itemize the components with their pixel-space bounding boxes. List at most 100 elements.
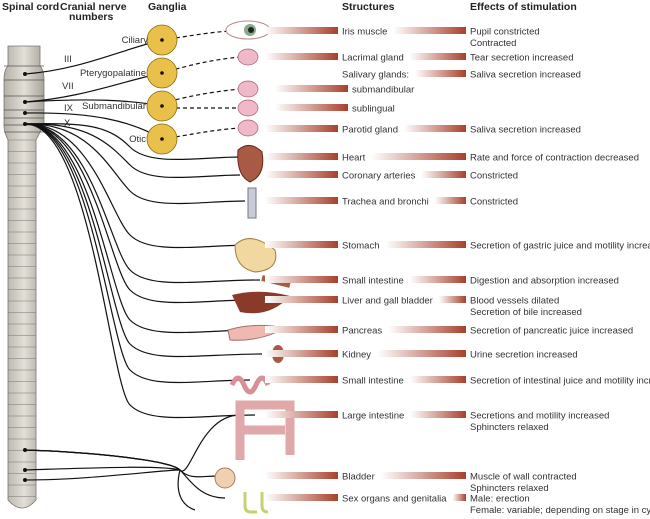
nerve-origin-dot: [23, 100, 27, 104]
preganglionic-fiber: [24, 123, 241, 179]
effect-label: Muscle of wall contracted: [470, 472, 577, 483]
preganglionic-fiber: [24, 123, 251, 384]
left-gradient-bar: [265, 411, 338, 418]
effect-label: Contracted: [470, 38, 516, 49]
structure-row: submandibular: [275, 85, 414, 96]
right-gradient-bar: [421, 171, 466, 178]
left-gradient-bar: [265, 53, 338, 60]
left-gradient-bar: [265, 350, 338, 357]
effect-label: Constricted: [470, 171, 518, 182]
left-gradient-bar: [275, 85, 348, 92]
right-gradient-bar: [409, 376, 466, 383]
right-gradient-bar: [438, 296, 466, 303]
structure-label: Stomach: [342, 241, 380, 252]
structure-label: Liver and gall bladder: [342, 296, 433, 307]
ganglion-label: Submandibular: [82, 101, 146, 112]
small-intestine-icon: [229, 375, 271, 395]
right-gradient-bar: [409, 276, 466, 283]
structure-label: Parotid gland: [342, 125, 398, 136]
ganglion-label: Otic: [129, 134, 146, 145]
left-gradient-bar: [265, 296, 338, 303]
right-gradient-bar: [410, 411, 466, 418]
structure-label: Lacrimal gland: [342, 53, 404, 64]
left-gradient-bar: [265, 276, 338, 283]
structure-label: Sex organs and genitalia: [342, 494, 447, 505]
preganglionic-fiber: [177, 469, 196, 511]
preganglionic-fiber: [24, 123, 256, 419]
trachea-icon: [247, 187, 257, 219]
nerve-origin-dot: [23, 468, 27, 472]
structure-row: Coronary arteries Constricted: [265, 171, 518, 182]
right-gradient-bar: [380, 472, 466, 479]
effect-label: Saliva secretion increased: [470, 70, 581, 81]
preganglionic-fiber: [24, 123, 263, 358]
header-structures: Structures: [342, 1, 395, 13]
left-gradient-bar: [265, 153, 338, 160]
effect-label: Urine secretion increased: [470, 350, 578, 361]
genitalia-icon: [243, 492, 269, 514]
left-gradient-bar: [265, 494, 338, 501]
right-gradient-bar: [388, 326, 466, 333]
left-gradient-bar: [265, 241, 338, 248]
right-gradient-bar: [409, 53, 466, 60]
bladder-icon: [214, 467, 236, 489]
structure-label: Kidney: [342, 350, 371, 361]
ganglion-synapse-dot: [160, 137, 164, 141]
preganglionic-fiber: [24, 123, 246, 205]
header-spinal-cord: Spinal cord: [2, 1, 59, 13]
nerve-origin-dot: [23, 111, 27, 115]
structure-row: Large intestine Secretions and motility i…: [265, 411, 609, 433]
left-gradient-bar: [265, 326, 338, 333]
preganglionic-fiber: [24, 123, 256, 249]
effect-label: Secretions and motility increased: [470, 411, 609, 422]
header-cranial-numbers: numbers: [69, 11, 114, 23]
gland-icon: [237, 80, 259, 98]
header-effects: Effects of stimulation: [470, 1, 577, 13]
preganglionic-fiber: [24, 123, 253, 304]
nerve-origin-dot: [23, 478, 27, 482]
ganglion-label: Ciliary: [122, 35, 149, 46]
structure-row: Heart Rate and force of contraction decre…: [265, 153, 639, 164]
structure-label: Heart: [342, 153, 366, 164]
cranial-nerve-label: III: [64, 54, 72, 65]
ganglion-synapse-dot: [160, 104, 164, 108]
cranial-nerve-label: X: [64, 118, 71, 129]
right-gradient-bar: [452, 494, 466, 501]
structure-label: Large intestine: [342, 411, 404, 422]
preganglionic-fiber: [24, 123, 241, 161]
cranial-nerve-label: VII: [62, 81, 74, 92]
structure-label: Coronary arteries: [342, 171, 416, 182]
structure-label: Bladder: [342, 472, 375, 483]
effect-label: Secretion of pancreatic juice increased: [470, 326, 633, 337]
preganglionic-fiber: [24, 123, 259, 334]
ganglion-label: Pterygopalatine: [80, 68, 146, 79]
effect-label: Digestion and absorption increased: [470, 276, 619, 287]
header-ganglia: Ganglia: [148, 1, 187, 13]
preganglionic-fiber: [24, 466, 181, 471]
effect-label: Male: erection: [470, 494, 530, 505]
ganglion-synapse-dot: [160, 38, 164, 42]
eye-pupil: [248, 27, 254, 33]
effect-label: Sphincters relaxed: [470, 422, 549, 433]
structure-label: Salivary glands:: [342, 70, 409, 81]
right-gradient-bar: [403, 125, 466, 132]
effect-label: Rate and force of contraction decreased: [470, 153, 639, 164]
left-gradient-bar: [265, 472, 338, 479]
preganglionic-fiber: [24, 414, 241, 472]
left-gradient-bar: [265, 27, 338, 34]
right-gradient-bar: [415, 70, 466, 77]
left-gradient-bar: [265, 171, 338, 178]
effect-label: Constricted: [470, 197, 518, 208]
nerve-origin-dot: [23, 448, 27, 452]
gland-icon: [237, 119, 259, 137]
